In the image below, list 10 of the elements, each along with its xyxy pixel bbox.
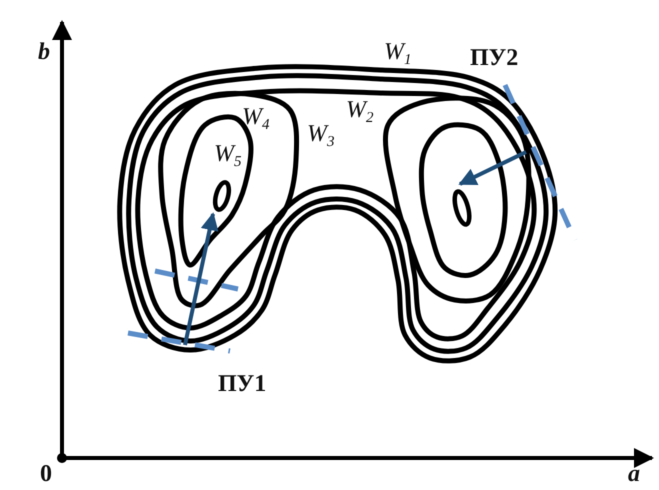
point-label: ПУ2 [470, 46, 518, 70]
contour-label: W$_{1}$ [384, 40, 412, 64]
point-label: ПУ1 [218, 372, 266, 396]
contour-label: W$_{2}$ [346, 98, 374, 122]
axis-label: b [38, 40, 50, 64]
origin-label: 0 [40, 462, 52, 486]
contour-label: W$_{3}$ [307, 122, 334, 146]
contour-label: W$_{4}$ [242, 105, 270, 129]
contour-label: W$_{5}$ [214, 142, 242, 166]
axis-label: a [628, 462, 640, 486]
